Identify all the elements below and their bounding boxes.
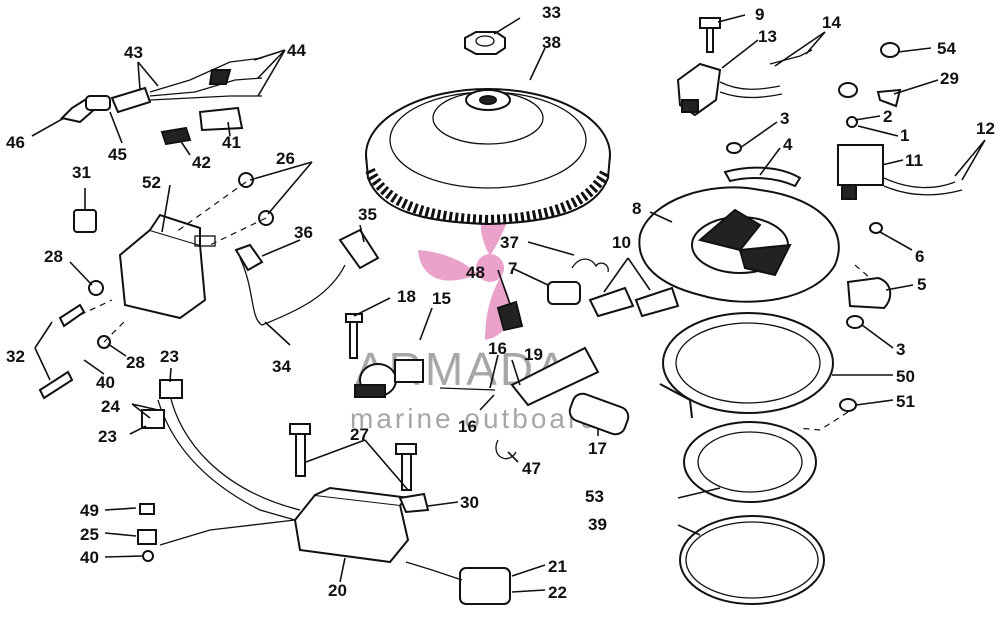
callout-51: 51 xyxy=(896,392,915,411)
sensor-coil xyxy=(837,144,884,200)
callout-17: 17 xyxy=(588,439,607,458)
callout-4: 4 xyxy=(783,135,793,154)
spark-plug-boot xyxy=(110,86,152,114)
callout-8: 8 xyxy=(632,199,641,218)
callout-45: 45 xyxy=(108,145,127,164)
callout-7: 7 xyxy=(508,259,517,278)
spark-plug xyxy=(60,95,111,124)
callout-6: 6 xyxy=(915,247,924,266)
callout-21: 21 xyxy=(548,557,567,576)
callout-24: 24 xyxy=(101,397,120,416)
callout-42: 42 xyxy=(192,153,211,172)
callout-46: 46 xyxy=(6,133,25,152)
callout-53: 53 xyxy=(585,487,604,506)
callout-38: 38 xyxy=(542,33,561,52)
callout-12: 12 xyxy=(976,119,995,138)
timer-base-bracket xyxy=(846,276,892,310)
callout-20: 20 xyxy=(328,581,347,600)
callout-9: 9 xyxy=(755,5,764,24)
callout-27: 27 xyxy=(350,425,369,444)
callout-47: 47 xyxy=(522,459,541,478)
callout-23-top: 23 xyxy=(160,347,179,366)
timer-base-ring xyxy=(659,312,834,419)
callout-41: 41 xyxy=(222,133,241,152)
retaining-ring xyxy=(679,515,825,605)
callout-19: 19 xyxy=(524,345,543,364)
plug-leads xyxy=(149,57,263,101)
leader-lines xyxy=(31,14,986,593)
callout-34: 34 xyxy=(272,357,291,376)
flywheel xyxy=(365,88,611,226)
callout-43: 43 xyxy=(124,43,143,62)
callout-13: 13 xyxy=(758,27,777,46)
callout-40-bottom: 40 xyxy=(80,548,99,567)
callout-30: 30 xyxy=(460,493,479,512)
callout-44: 44 xyxy=(287,41,306,60)
callout-18: 18 xyxy=(397,287,416,306)
callout-16-top: 16 xyxy=(488,339,507,358)
callout-15: 15 xyxy=(432,289,451,308)
timer-assembly xyxy=(354,359,424,398)
small-hardware xyxy=(38,17,963,605)
callout-33: 33 xyxy=(542,3,561,22)
callout-40-top: 40 xyxy=(96,373,115,392)
callout-54: 54 xyxy=(937,39,956,58)
callout-50: 50 xyxy=(896,367,915,386)
high-tension-leads xyxy=(234,228,380,326)
callout-29: 29 xyxy=(940,69,959,88)
callout-49: 49 xyxy=(80,501,99,520)
callout-1: 1 xyxy=(900,126,909,145)
callout-37: 37 xyxy=(500,233,519,252)
callout-2: 2 xyxy=(883,107,892,126)
callout-10: 10 xyxy=(612,233,631,252)
ignition-coil xyxy=(118,213,216,320)
callout-35: 35 xyxy=(358,205,377,224)
charge-coil xyxy=(676,62,722,117)
callout-5: 5 xyxy=(917,275,926,294)
callout-3-top: 3 xyxy=(780,109,789,128)
flywheel-nut xyxy=(464,31,506,55)
callout-3-bottom: 3 xyxy=(896,340,905,359)
callout-52: 52 xyxy=(142,173,161,192)
callout-28-top: 28 xyxy=(44,247,63,266)
callout-26: 26 xyxy=(276,149,295,168)
callout-11: 11 xyxy=(905,151,923,170)
callout-36: 36 xyxy=(294,223,313,242)
callout-23-bottom: 23 xyxy=(98,427,117,446)
callout-28-bottom: 28 xyxy=(126,353,145,372)
callout-32: 32 xyxy=(6,347,25,366)
stator-plate xyxy=(638,186,840,303)
callout-25: 25 xyxy=(80,525,99,544)
callout-39: 39 xyxy=(588,515,607,534)
callout-31: 31 xyxy=(72,163,91,182)
retainer-plate xyxy=(723,166,802,188)
retainer-ring xyxy=(683,421,817,503)
assembly-dash-lines xyxy=(79,181,871,431)
power-pack xyxy=(293,486,413,564)
callout-labels: 33 38 9 13 14 54 29 3 2 1 12 4 11 8 6 5 … xyxy=(6,3,995,602)
callout-14: 14 xyxy=(822,13,841,32)
callout-22: 22 xyxy=(548,583,567,602)
callout-16-bottom: 16 xyxy=(458,417,477,436)
callout-48: 48 xyxy=(466,263,485,282)
